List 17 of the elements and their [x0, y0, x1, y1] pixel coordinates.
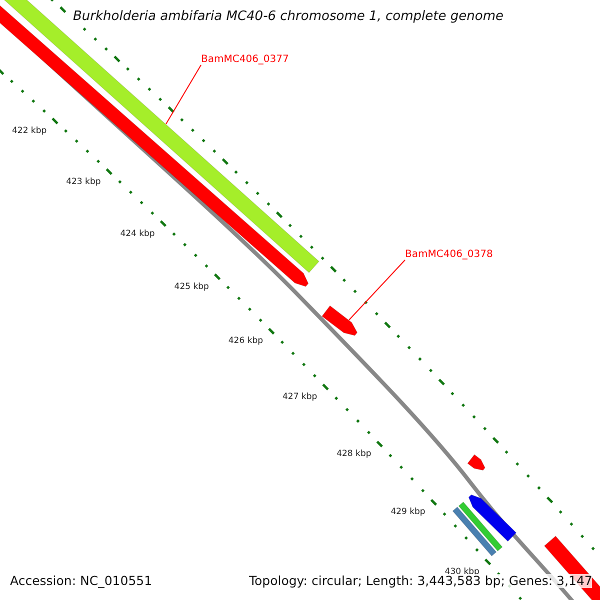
- leader-line: [166, 64, 202, 124]
- tick-label: 422 kbp: [12, 127, 47, 136]
- leader-line: [348, 260, 406, 320]
- accession-text: Accession: NC_010551: [10, 574, 152, 588]
- genome-summary: Topology: circular; Length: 3,443,583 bp; Genes: 3,147: [249, 574, 592, 588]
- tick-label: 426 kbp: [228, 337, 264, 347]
- gene-label: BamMC406_0378: [405, 249, 493, 260]
- gene-label: BamMC406_0377: [201, 54, 289, 65]
- tick-label: 424 kbp: [120, 230, 155, 239]
- tick-label: 430 kbp: [444, 568, 480, 577]
- tick-label: 427 kbp: [282, 393, 318, 402]
- tick-label: 425 kbp: [174, 282, 209, 292]
- gene-feature: [322, 305, 358, 336]
- tick-label: 428 kbp: [336, 450, 372, 460]
- tick-label: 423 kbp: [66, 178, 101, 187]
- chart-title: Burkholderia ambifaria MC40-6 chromosome 1, complete genome: [73, 10, 504, 24]
- tick-label: 429 kbp: [390, 508, 426, 518]
